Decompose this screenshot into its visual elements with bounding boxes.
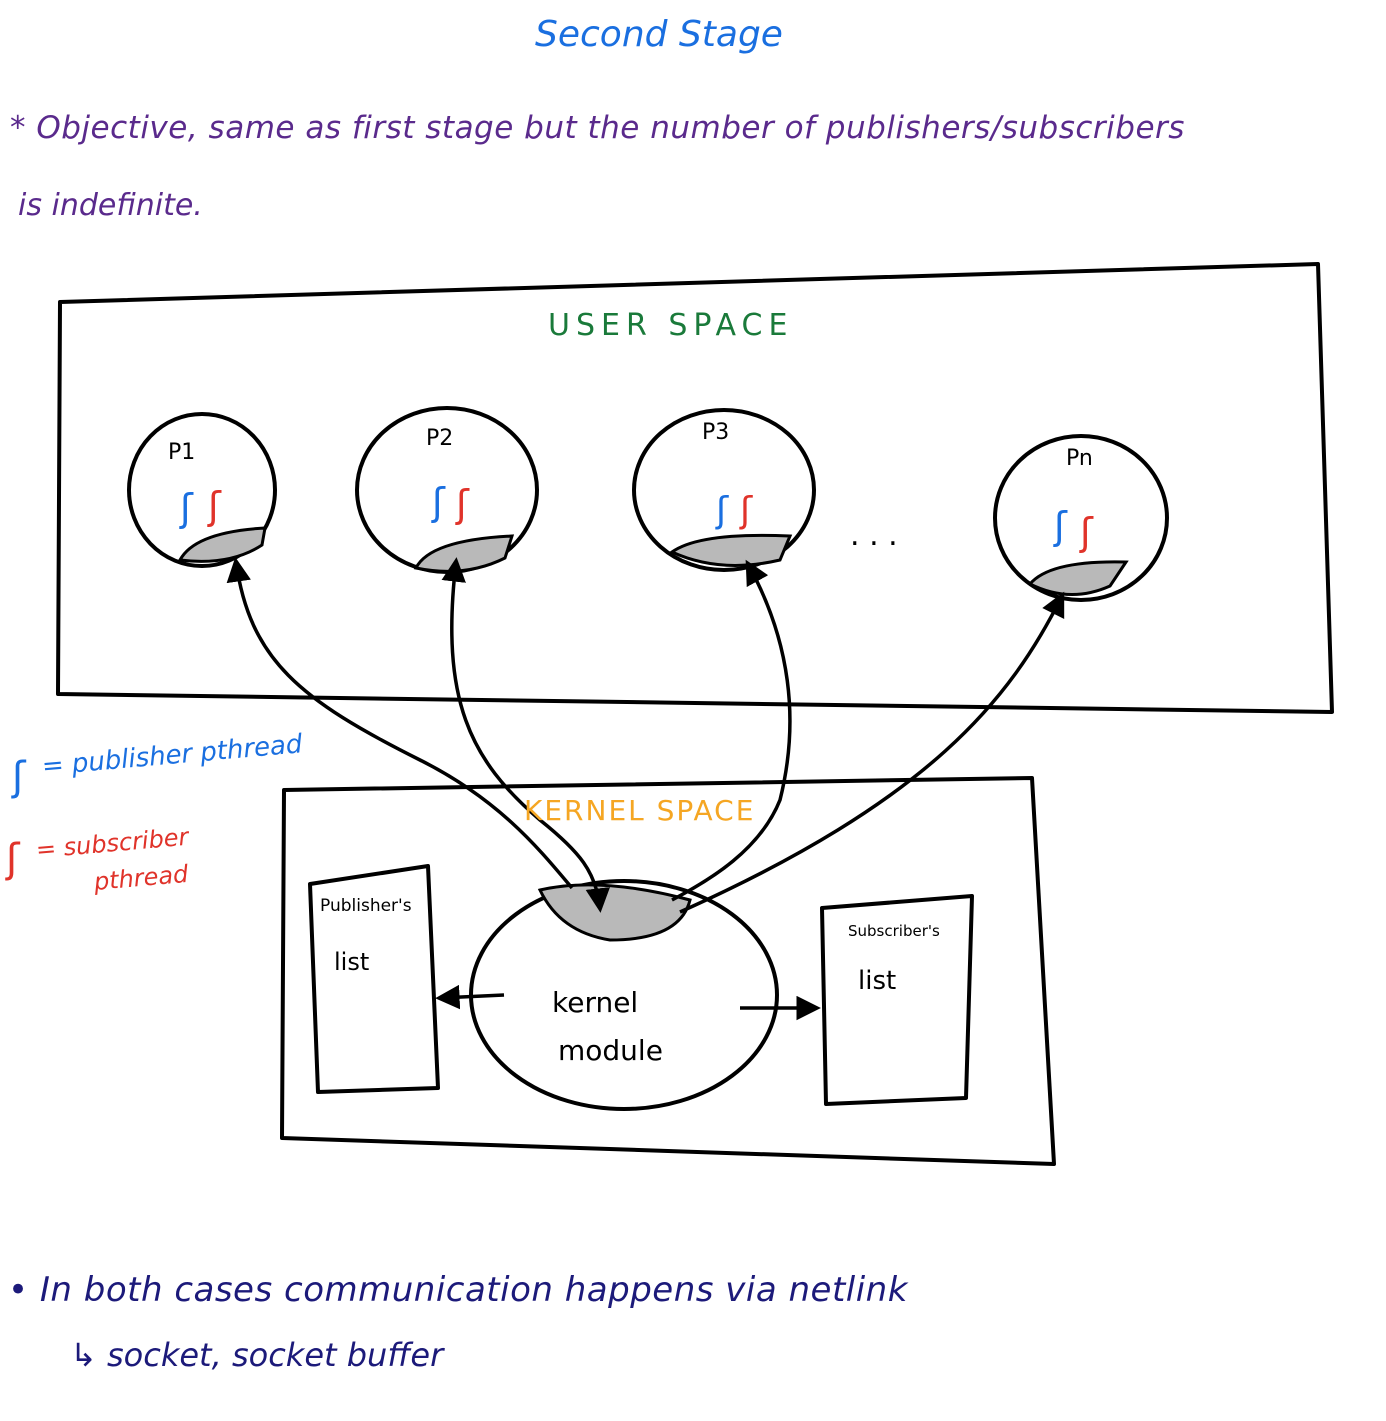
process-circle-p3 — [632, 408, 816, 572]
arrow-p3-kernel — [671, 559, 792, 902]
publishers-list-box — [308, 864, 440, 1094]
p3-subscriber-thread-icon: ʃ — [740, 490, 753, 531]
page-title: Second Stage — [535, 14, 783, 55]
p1-publisher-thread-icon: ʃ — [180, 486, 193, 530]
legend-subscriber-icon: ʃ — [6, 836, 20, 882]
kernel-space-label: KERNEL SPACE — [524, 794, 756, 827]
arrow-pn-kernel — [679, 591, 1065, 914]
objective-line-1: * Objective, same as first stage but the… — [10, 110, 1185, 146]
user-space-label: USER SPACE — [548, 308, 794, 343]
pn-subscriber-thread-icon: ʃ — [1080, 510, 1093, 554]
subscribers-list-label-2: list — [858, 966, 897, 996]
process-circle-pn — [993, 434, 1169, 602]
p1-subscriber-thread-icon: ʃ — [208, 484, 221, 528]
process-ellipsis: . . . — [850, 518, 898, 553]
arrow-p1-kernel — [226, 557, 574, 890]
process-label-p3: P3 — [702, 420, 730, 445]
user-space-box — [56, 262, 1334, 714]
legend-publisher-icon: ʃ — [12, 754, 26, 800]
p3-publisher-thread-icon: ʃ — [716, 490, 729, 531]
footer-line-2: ↳ socket, socket buffer — [70, 1336, 444, 1374]
subscribers-list-box — [820, 894, 974, 1106]
subscribers-list-label-1: Subscriber's — [848, 922, 940, 940]
process-label-pn: Pn — [1066, 446, 1093, 471]
kernel-module-label-1: kernel — [552, 986, 639, 1019]
process-circle-p1 — [127, 412, 277, 568]
p2-publisher-thread-icon: ʃ — [432, 480, 445, 524]
p2-subscriber-thread-icon: ʃ — [456, 482, 469, 526]
kernel-module-label-2: module — [558, 1034, 663, 1067]
process-label-p1: P1 — [168, 440, 196, 465]
process-label-p2: P2 — [426, 426, 454, 451]
objective-line-2: is indefinite. — [18, 188, 203, 223]
arrow-kernel-to-publishers — [435, 984, 505, 1010]
arrow-p2-kernel — [441, 557, 611, 913]
publishers-list-label-1: Publisher's — [320, 896, 412, 916]
pn-publisher-thread-icon: ʃ — [1054, 504, 1067, 548]
footer-line-1: • In both cases communication happens vi… — [8, 1270, 908, 1310]
publishers-list-label-2: list — [334, 948, 370, 976]
